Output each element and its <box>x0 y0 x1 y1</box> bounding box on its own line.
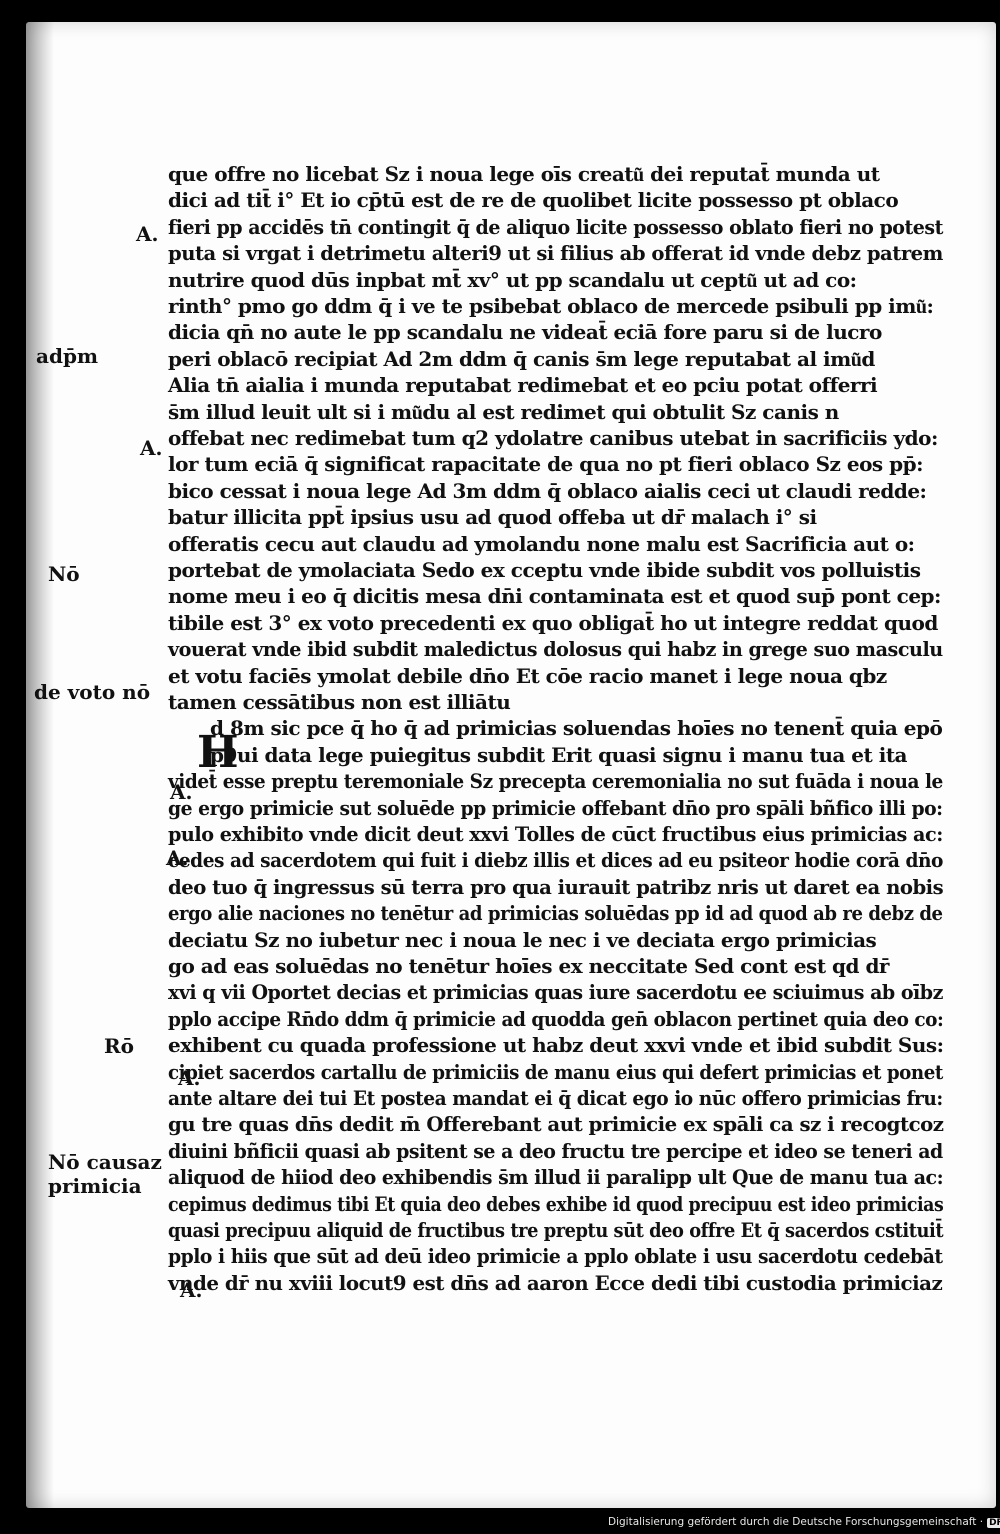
manuscript-page <box>26 22 996 1508</box>
margin-symbol: A. <box>170 780 193 804</box>
margin-note-4: Rō <box>104 1034 134 1058</box>
text-line: nome meu i eo q̄ dicitis mesa dn̄i conta… <box>168 584 941 609</box>
text-line: tamen cessātibus non est illiātu <box>168 690 511 714</box>
text-line: fieri pp accidēs tn̄ contingit q̄ de ali… <box>168 214 943 239</box>
text-line: deo tuo q̄ ingressus sū terra pro qua iu… <box>168 874 944 899</box>
margin-note-5: Nō causaz <box>48 1150 162 1174</box>
margin-symbol: A. <box>166 846 189 870</box>
text-line: go ad eas soluēdas no tenētur hoīes ex n… <box>168 954 889 978</box>
text-line: xvi q vii Oportet decias et primicias qu… <box>168 980 943 1005</box>
text-line: cipiet sacerdos cartallu de primiciis de… <box>168 1059 943 1084</box>
text-line: offeratis cecu aut claudu ad ymolandu no… <box>168 531 915 556</box>
text-line: lor tum eciā q̄ significat rapacitate de… <box>168 452 924 477</box>
footer-credit: Digitalisierung gefördert durch die Deut… <box>608 1516 1000 1534</box>
text-line: ge ergo primicie sut soluēde pp primicie… <box>168 795 943 820</box>
text-line: Alia tn̄ aialia i munda reputabat redime… <box>168 373 878 398</box>
text-line: diuini bñficii quasi ab psitent se a deo… <box>168 1138 943 1163</box>
text-line: ante altare dei tui Et postea mandat ei … <box>168 1086 943 1110</box>
text-line: dici ad tit̄ i° Et io cp̄tū est de re de… <box>168 188 899 213</box>
text-line: dicia qn̄ no aute le pp scandalu ne vide… <box>168 320 882 345</box>
text-line: peri oblacō recipiat Ad 2m ddm q̄ canis … <box>168 346 875 371</box>
text-line: pplo accipe Rn̄do ddm q̄ primicie ad quo… <box>168 1006 944 1031</box>
text-line: videt̄ esse preptu teremoniale Sz precep… <box>168 769 943 794</box>
text-line: gu tre quas dn̄s dedit m̄ Offerebant aut… <box>168 1112 944 1137</box>
margin-symbol: A. <box>140 436 163 460</box>
text-line: s̄m illud leuit ult si i mu͂du al est re… <box>168 399 839 424</box>
text-line: que offre no licebat Sz i noua lege oīs … <box>168 162 880 186</box>
margin-symbol: A. <box>136 222 159 246</box>
text-line: vouerat vnde ibid subdit maledictus dolo… <box>168 637 943 662</box>
text-line: d 8m sic pce q̄ ho q̄ ad primicias solue… <box>210 716 943 741</box>
text-line: deciatu Sz no iubetur nec i noua le nec … <box>168 927 877 952</box>
text-line: cepimus dedimus tibi Et quia deo debes e… <box>168 1191 944 1216</box>
text-line: pulo exhibito vnde dicit deut xxvi Tolle… <box>168 822 943 846</box>
margin-note-1: adp̄m <box>36 344 99 368</box>
text-line: nutrire quod dūs inpbat mt̄ xv° ut pp sc… <box>168 267 857 292</box>
text-line: p9ui data lege puiegitus subdit Erit qua… <box>210 742 908 767</box>
text-line: aliquod de hiiod deo exhibendis s̄m illu… <box>168 1165 944 1190</box>
text-line: portebat de ymolaciata Sedo ex cceptu vn… <box>168 558 921 582</box>
text-line: batur illicita ppt̄ ipsius usu ad quod o… <box>168 505 817 530</box>
footer-text: Digitalisierung gefördert durch die Deut… <box>608 1516 984 1528</box>
text-line: exhibent cu quada professione ut habz de… <box>168 1033 944 1058</box>
text-line: et votu faciēs ymolat debile dn̄o Et cōe… <box>168 663 887 688</box>
margin-symbol: A. <box>178 1066 201 1090</box>
text-line: vnde dr̄ nu xviii locut9 est dn̄s ad aar… <box>168 1270 943 1295</box>
margin-note-5: primicia <box>48 1174 142 1198</box>
dfg-logo: DFG <box>987 1518 1000 1528</box>
page-gutter-shadow <box>26 22 54 1508</box>
text-line: ergo alie naciones no tenētur ad primici… <box>168 901 943 926</box>
margin-note-2: Nō <box>48 562 80 586</box>
text-line: quasi precipuu aliquid de fructibus tre … <box>168 1218 944 1242</box>
text-line: pplo i hiis que sūt ad deū ideo primicie… <box>168 1244 943 1269</box>
text-line: puta si vrgat i detrimetu alteri9 ut si … <box>168 241 943 266</box>
text-line: cedes ad sacerdotem qui fuit i diebz ill… <box>168 848 943 873</box>
margin-note-3: de voto nō <box>34 680 151 704</box>
text-line: rinth° pmo go ddm q̄ i ve te psibebat ob… <box>168 294 934 318</box>
decorated-initial: H <box>197 727 239 778</box>
text-line: bico cessat i noua lege Ad 3m ddm q̄ obl… <box>168 478 927 503</box>
margin-symbol: A. <box>180 1278 203 1302</box>
text-line: tibile est 3° ex voto precedenti ex quo … <box>168 610 938 635</box>
text-line: offebat nec redimebat tum q2 ydolatre ca… <box>168 426 938 450</box>
